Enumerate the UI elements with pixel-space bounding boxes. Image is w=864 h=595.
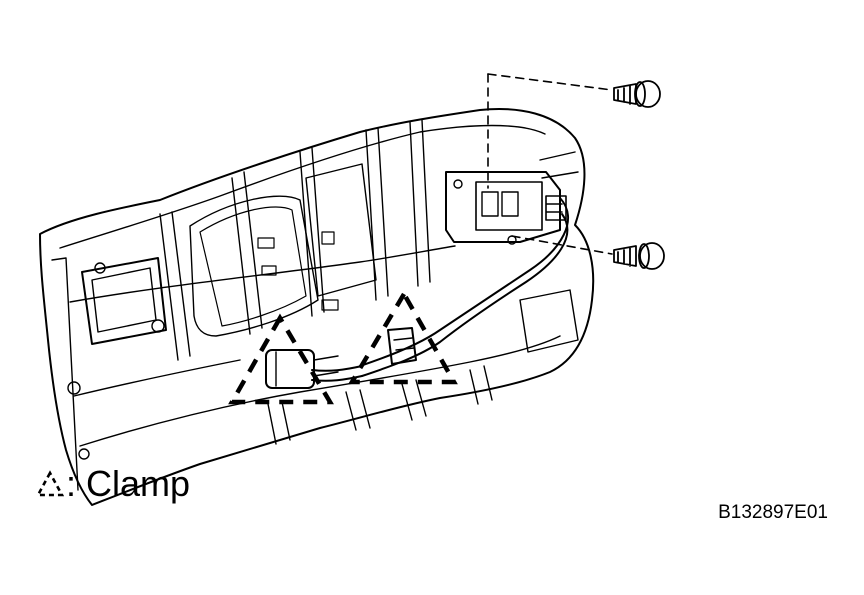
panel-left-flange: [51, 257, 79, 491]
harness-clamp-right: [387, 327, 417, 365]
panel-mount-hole-4: [78, 448, 90, 460]
clamp-marker-right: [348, 289, 458, 385]
switch-button-2: [501, 191, 519, 217]
leader-bottom: [511, 235, 613, 255]
panel-rib-vertical-1: [159, 211, 191, 361]
harness-wire-1: [359, 197, 570, 367]
screw-bottom: [613, 242, 665, 270]
door-panel-outline: [39, 108, 595, 506]
screw-leader-lines: [487, 73, 613, 255]
harness-clamp-left: [265, 349, 339, 389]
clamp-marker-left: [228, 313, 334, 405]
panel-hole-3: [261, 265, 277, 276]
panel-right-pocket: [519, 151, 579, 353]
panel-mount-hole-3: [67, 381, 81, 395]
screw-top: [613, 80, 661, 108]
clamp-legend: : Clamp: [36, 462, 190, 506]
panel-handle-box-inner: [91, 267, 157, 333]
clamp-left-detail: [275, 351, 339, 387]
screw-bottom-head: [639, 242, 665, 270]
panel-mount-hole-2: [151, 319, 165, 333]
panel-hole-1: [257, 237, 275, 249]
panel-rib-bottom: [79, 335, 561, 447]
door-trim-panel: [39, 108, 595, 506]
clamp-right-body: [387, 327, 417, 365]
dashed-triangle-icon: [36, 470, 64, 497]
panel-mount-hole-1: [94, 262, 106, 274]
panel-rib-vertical-2: [231, 171, 263, 335]
panel-rib-upper: [69, 245, 456, 303]
clamp-left-body: [265, 349, 315, 389]
wire-harness: [311, 197, 570, 382]
screw-bottom-shank: [613, 245, 637, 267]
panel-hole-2: [321, 231, 335, 245]
screw-top-head: [635, 80, 661, 108]
screw-top-head-rim: [634, 81, 646, 107]
figure-id: B132897E01: [718, 502, 828, 523]
clamp-right-detail: [393, 337, 415, 351]
panel-handle-box: [81, 257, 167, 345]
clamp-marker-triangles: [228, 289, 458, 405]
panel-rib-lower: [73, 359, 241, 397]
panel-lower-legs: [267, 365, 493, 445]
screw-top-shank: [613, 83, 637, 105]
leader-top-horizontal: [487, 73, 613, 91]
panel-recess-inner: [199, 206, 307, 327]
harness-wire-2: [361, 213, 569, 377]
panel-recess-center: [305, 163, 377, 297]
switch-screw-hole-top: [453, 179, 463, 189]
legend-label: : Clamp: [66, 463, 191, 504]
switch-bracket: [445, 171, 561, 243]
panel-inner-edge: [59, 124, 546, 249]
panel-recess-large: [189, 195, 319, 337]
panel-hole-4: [321, 299, 339, 311]
switch-button-1: [481, 191, 499, 217]
switch-body: [475, 181, 543, 231]
panel-rib-vertical-4: [365, 127, 389, 301]
screw-bottom-head-rim: [638, 243, 650, 269]
power-window-switch: [445, 171, 567, 245]
panel-rib-vertical-5: [409, 119, 431, 287]
